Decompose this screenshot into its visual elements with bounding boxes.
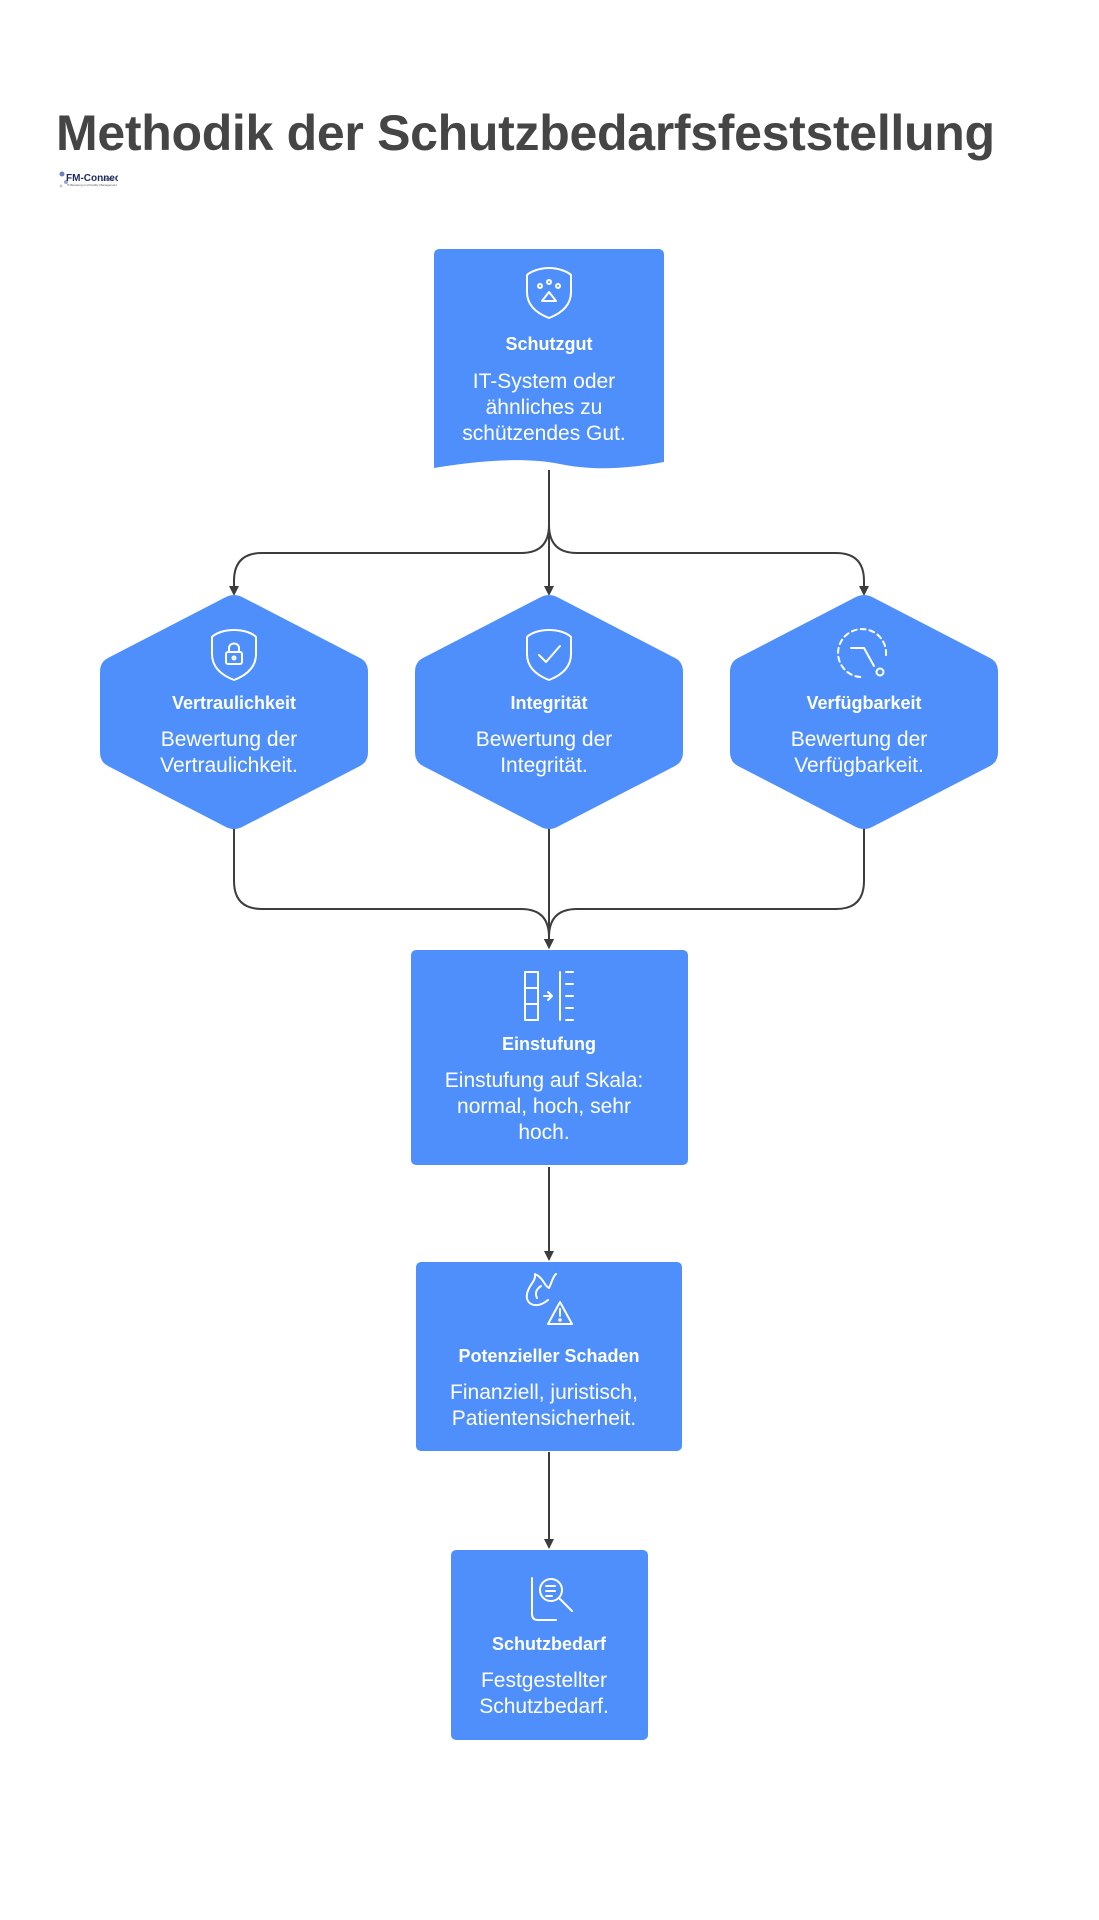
- shield-paw-icon: [526, 267, 572, 319]
- vertraulichkeit-title: Vertraulichkeit: [172, 693, 296, 713]
- verfuegbarkeit-desc-line-1: Bewertung der: [791, 728, 928, 751]
- schaden-desc-line-2: Patientensicherheit.: [452, 1407, 636, 1430]
- vertraulichkeit-shape: [100, 595, 368, 829]
- verfuegbarkeit-title: Verfügbarkeit: [806, 693, 921, 713]
- schutzbedarf-desc-line-2: Schutzbedarf.: [479, 1695, 609, 1718]
- connector-schutzgut-verfuegbarkeit: [548, 470, 869, 596]
- verfuegbarkeit-desc-line-2: Verfügbarkeit.: [794, 754, 924, 777]
- integritaet-desc-line-1: Bewertung der: [476, 728, 613, 751]
- node-integritaet: Integrität Bewertung der Integrität.: [415, 595, 683, 829]
- verfuegbarkeit-shape: [730, 595, 998, 829]
- document-search-icon: [531, 1577, 573, 1621]
- schaden-title: Potenzieller Schaden: [458, 1346, 639, 1366]
- connectors: [229, 470, 869, 1549]
- shield-check-icon: [526, 629, 572, 681]
- schaden-desc-line-1: Finanziell, juristisch,: [450, 1381, 638, 1404]
- svg-text:IT-Beratung und Facility Manag: IT-Beratung und Facility Management: [67, 183, 117, 187]
- einstufung-desc-line-2: normal, hoch, sehr: [457, 1095, 631, 1118]
- connector-schutzgut-vertraulichkeit: [229, 470, 550, 596]
- node-schutzgut: Schutzgut IT-System oder ähnliches zu sc…: [434, 249, 664, 469]
- schutzgut-desc-line-2: ähnliches zu: [486, 396, 603, 419]
- integritaet-desc-line-2: Integrität.: [500, 754, 588, 777]
- node-verfuegbarkeit: Verfügbarkeit Bewertung der Verfügbarkei…: [730, 595, 998, 829]
- fire-warning-icon: [525, 1273, 573, 1325]
- vertraulichkeit-desc-line-2: Vertraulichkeit.: [160, 754, 298, 777]
- schaden-shape: [416, 1262, 682, 1451]
- schutzgut-shape: [434, 249, 664, 469]
- schutzgut-desc-line-1: IT-System oder: [473, 370, 615, 393]
- node-schutzbedarf: Schutzbedarf Festgestellter Schutzbedarf…: [451, 1550, 648, 1740]
- svg-text:FM-Connect: FM-Connect: [66, 173, 118, 184]
- einstufung-title: Einstufung: [502, 1034, 596, 1054]
- node-schaden: Potenzieller Schaden Finanziell, juristi…: [416, 1262, 682, 1451]
- node-einstufung: Einstufung Einstufung auf Skala: normal,…: [411, 950, 688, 1165]
- svg-text:.com: .com: [102, 177, 113, 183]
- connector-verfuegbarkeit-einstufung: [544, 825, 865, 949]
- schutzbedarf-shape: [451, 1550, 648, 1740]
- schutzgut-desc-line-3: schützendes Gut.: [462, 422, 625, 445]
- dashed-circle-arrow-icon: [837, 628, 888, 679]
- schutzbedarf-desc-line-1: Festgestellter: [481, 1669, 607, 1692]
- einstufung-desc-line-1: Einstufung auf Skala:: [445, 1069, 643, 1092]
- einstufung-desc-line-3: hoch.: [518, 1121, 569, 1144]
- schutzbedarf-title: Schutzbedarf: [492, 1634, 607, 1654]
- integritaet-shape: [415, 595, 683, 829]
- scale-columns-icon: [524, 971, 574, 1021]
- schutzgut-title: Schutzgut: [506, 334, 593, 354]
- fm-connect-logo: FM-Connect .com IT-Beratung und Facility…: [59, 171, 118, 188]
- einstufung-shape: [411, 950, 688, 1165]
- shield-lock-icon: [211, 629, 257, 681]
- connector-vertraulichkeit-einstufung: [233, 825, 554, 949]
- page-title: Methodik der Schutzbedarfsfeststellung: [56, 105, 995, 161]
- integritaet-title: Integrität: [510, 693, 587, 713]
- vertraulichkeit-desc-line-1: Bewertung der: [161, 728, 298, 751]
- node-vertraulichkeit: Vertraulichkeit Bewertung der Vertraulic…: [100, 595, 368, 829]
